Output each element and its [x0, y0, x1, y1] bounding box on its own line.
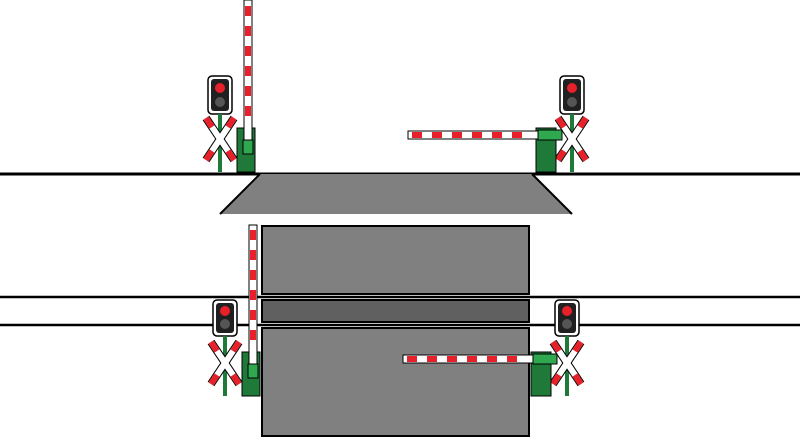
- lower-left-barrier-raised: [241, 224, 261, 397]
- barrier-boom-horizontal: [402, 354, 538, 364]
- barrier-boom-horizontal: [407, 130, 543, 140]
- lower-road-upper-block: [261, 225, 530, 295]
- upper-crossing: [0, 0, 800, 215]
- signal-red-lamp: [215, 83, 225, 93]
- barrier-counterweight: [537, 129, 563, 141]
- lower-road-track-section: [261, 299, 530, 323]
- upper-road-edge-right: [531, 173, 573, 215]
- upper-left-barrier-raised: [236, 0, 256, 173]
- barrier-counterweight: [242, 139, 254, 155]
- upper-road-edge-left: [219, 173, 261, 215]
- signal-red-lamp: [562, 306, 572, 316]
- signal-off-lamp: [567, 97, 577, 107]
- signal-off-lamp: [562, 319, 572, 329]
- upper-right-barrier-lowered: [407, 127, 563, 173]
- upper-road-surface: [220, 174, 572, 214]
- barrier-counterweight: [532, 353, 558, 365]
- upper-right-signal: [554, 75, 590, 172]
- crossbuck-icon: [554, 115, 590, 163]
- barrier-boom-vertical: [248, 224, 258, 366]
- lower-crossing: [0, 224, 800, 437]
- signal-red-lamp: [220, 306, 230, 316]
- crossbuck-icon: [202, 115, 238, 163]
- upper-left-signal: [202, 75, 238, 172]
- barrier-boom-vertical: [243, 0, 253, 141]
- barrier-counterweight: [247, 363, 259, 379]
- crossbuck-icon: [207, 339, 243, 387]
- lower-road-lower-block: [261, 327, 530, 437]
- signal-red-lamp: [567, 83, 577, 93]
- lower-right-signal: [549, 299, 585, 396]
- signal-off-lamp: [215, 97, 225, 107]
- signal-off-lamp: [220, 319, 230, 329]
- crossbuck-icon: [549, 339, 585, 387]
- lower-left-signal: [207, 299, 243, 396]
- lower-right-barrier-lowered: [402, 351, 558, 397]
